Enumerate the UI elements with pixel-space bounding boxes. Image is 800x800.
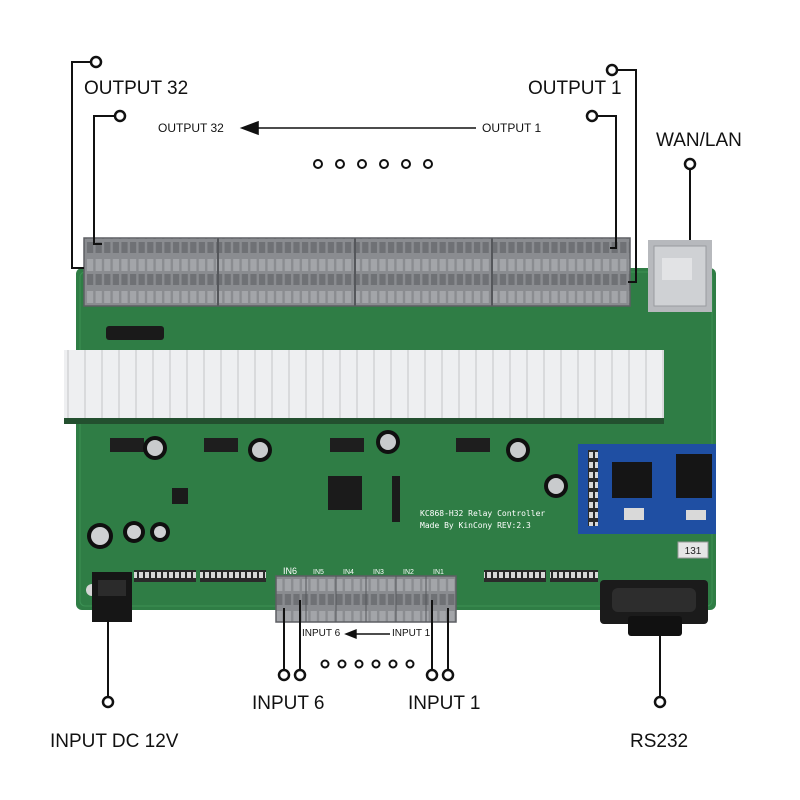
terminal-label-in1: IN1: [433, 569, 444, 576]
board-maker-text: Made By KinCony REV:2.3: [420, 521, 531, 530]
callout-dots: [89, 55, 697, 709]
wan-lan-label: WAN/LAN: [656, 130, 742, 151]
board-model-text: KC868-H32 Relay Controller: [420, 509, 545, 518]
board-badge: 131: [685, 546, 702, 557]
terminal-label-in2: IN2: [403, 569, 414, 576]
input-dc-label: INPUT DC 12V: [50, 731, 179, 752]
input-direction-arrow: [344, 628, 390, 640]
input1-arrow-label: INPUT 1: [392, 628, 431, 639]
mcu-chip: [328, 476, 362, 510]
rs232-connector: [600, 580, 708, 636]
input6-label: INPUT 6: [252, 693, 325, 714]
callout-lines: [71, 61, 691, 698]
output1-arrow-label: OUTPUT 1: [482, 121, 542, 135]
output1-label: OUTPUT 1: [528, 78, 622, 99]
relay-row: [64, 350, 664, 418]
output-terminal-blocks: [83, 237, 631, 307]
terminal-label-in6: IN6: [283, 566, 297, 576]
ethernet-module: [578, 444, 716, 534]
rs232-label: RS232: [630, 731, 689, 752]
ethernet-jack: [648, 240, 712, 312]
dc-power-jack: [92, 572, 132, 622]
input-ellipsis: [320, 659, 415, 669]
terminal-label-in5: IN5: [313, 569, 324, 576]
input1-label: INPUT 1: [408, 693, 481, 714]
terminal-label-in4: IN4: [343, 569, 354, 576]
output-ellipsis: [313, 159, 433, 169]
input6-arrow-label: INPUT 6: [302, 628, 341, 639]
output32-label: OUTPUT 32: [84, 78, 189, 99]
terminal-label-in3: IN3: [373, 569, 384, 576]
output32-arrow-label: OUTPUT 32: [158, 121, 224, 135]
input-terminal-block: [275, 575, 457, 623]
output-direction-arrow: [239, 120, 476, 136]
